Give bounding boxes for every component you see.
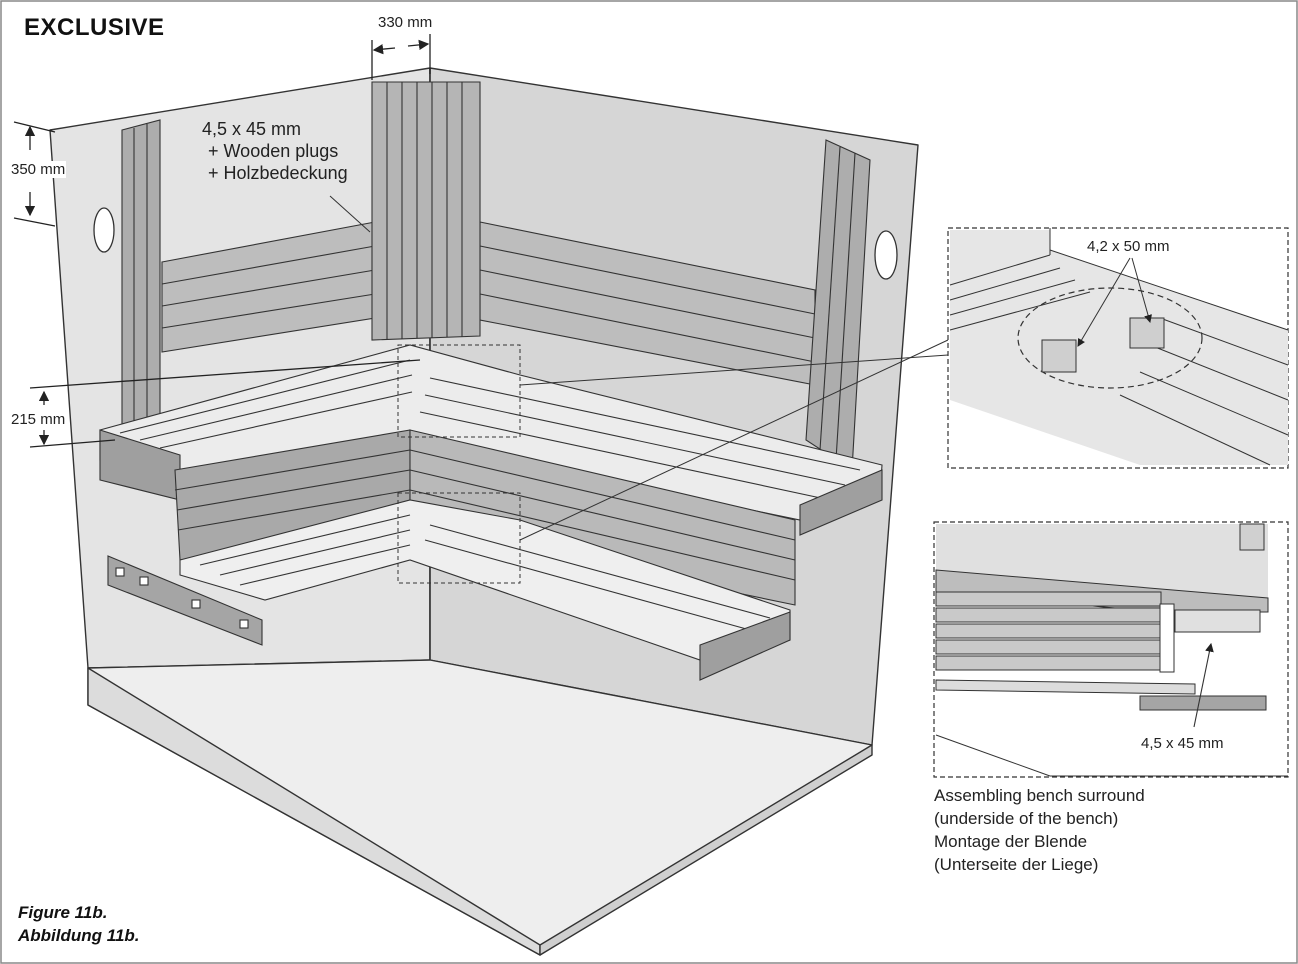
detail-top-label: 4,2 x 50 mm — [1086, 238, 1171, 255]
dimension-350 — [13, 121, 56, 227]
screw-note: 4,5 x 45 mm + Wooden plugs + Holzbedecku… — [202, 118, 348, 184]
surround-board — [107, 555, 263, 646]
detail-bottom — [933, 521, 1289, 778]
caption-line-4: (Unterseite der Liege) — [934, 855, 1099, 874]
upper-bench — [99, 344, 883, 536]
detail-caption: Assembling bench surround (underside of … — [934, 784, 1145, 876]
left-lamp — [93, 207, 115, 253]
figure-caption: Figure 11b. Abbildung 11b. — [18, 901, 140, 947]
detail-bottom-label: 4,5 x 45 mm — [1140, 735, 1225, 752]
page-title: EXCLUSIVE — [24, 14, 165, 41]
screw-note-plugs-en: + Wooden plugs — [208, 141, 339, 161]
dimension-350-label: 350 mm — [10, 161, 67, 178]
dimension-330 — [371, 34, 431, 80]
lower-bench — [179, 499, 791, 681]
leader-lines — [329, 195, 949, 541]
left-post — [121, 119, 161, 441]
detail-top — [947, 227, 1289, 469]
caption-line-1: Assembling bench surround — [934, 786, 1145, 805]
right-lamp — [874, 230, 898, 280]
dimension-215 — [29, 359, 421, 448]
caption-line-2: (underside of the bench) — [934, 809, 1119, 828]
backrest-left — [161, 221, 376, 353]
callout-boxes — [397, 344, 521, 584]
figure-caption-en: Figure 11b. — [18, 903, 108, 922]
right-post — [805, 139, 871, 471]
corner-panel — [371, 81, 481, 341]
screw-note-plugs-de: + Holzbedeckung — [208, 163, 348, 183]
figure-caption-de: Abbildung 11b. — [18, 926, 140, 945]
screw-note-size: 4,5 x 45 mm — [202, 119, 302, 139]
dimension-330-label: 330 mm — [377, 14, 434, 31]
caption-line-3: Montage der Blende — [934, 832, 1088, 851]
dimension-215-label: 215 mm — [10, 411, 67, 428]
